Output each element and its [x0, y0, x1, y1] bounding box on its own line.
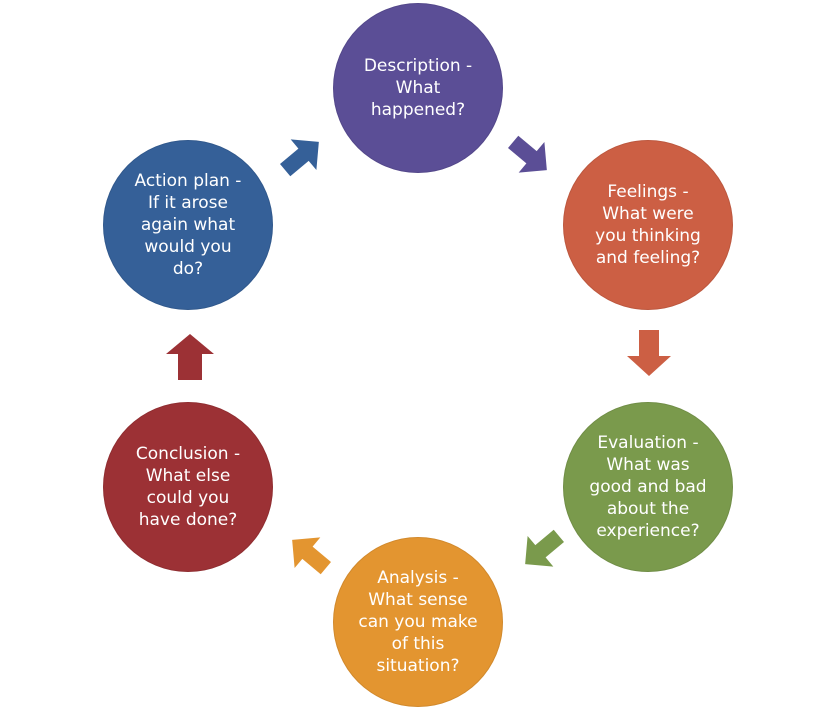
arrow-description-to-feelings	[508, 135, 547, 173]
node-analysis-label: Analysis - What sense can you make of th…	[358, 568, 478, 676]
node-conclusion: Conclusion - What else could you have do…	[103, 402, 273, 572]
node-feelings: Feelings - What were you thinking and fe…	[563, 140, 733, 310]
arrow-analysis-to-conclusion	[292, 537, 331, 575]
node-evaluation-label: Evaluation - What was good and bad about…	[589, 433, 707, 541]
node-description-label: Description - What happened?	[363, 56, 473, 120]
node-analysis: Analysis - What sense can you make of th…	[333, 537, 503, 707]
arrow-evaluation-to-analysis	[525, 529, 564, 567]
arrow-conclusion-to-action	[166, 334, 214, 380]
node-action-plan-label: Action plan - If it arose again what wou…	[134, 171, 242, 279]
node-conclusion-label: Conclusion - What else could you have do…	[135, 444, 241, 530]
node-description: Description - What happened?	[333, 3, 503, 173]
node-action-plan: Action plan - If it arose again what wou…	[103, 140, 273, 310]
node-feelings-label: Feelings - What were you thinking and fe…	[595, 182, 701, 268]
node-evaluation: Evaluation - What was good and bad about…	[563, 402, 733, 572]
arrow-action-to-description	[280, 139, 319, 177]
arrow-feelings-to-evaluation	[627, 330, 671, 376]
